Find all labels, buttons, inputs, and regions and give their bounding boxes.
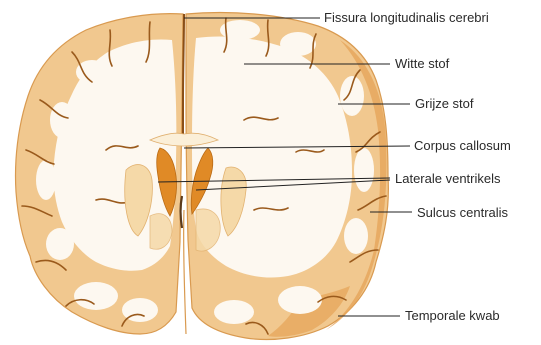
label-sulcus-centralis: Sulcus centralis: [417, 205, 509, 220]
label-grijze-stof: Grijze stof: [415, 96, 474, 111]
label-temporale-kwab: Temporale kwab: [405, 308, 500, 323]
label-corpus-callosum: Corpus callosum: [414, 138, 511, 153]
midline-lower: [184, 210, 186, 334]
brain-illustration: [16, 13, 389, 340]
third-ventricle: [181, 196, 183, 228]
label-fissura: Fissura longitudinalis cerebri: [324, 10, 489, 25]
label-laterale-ventrikels: Laterale ventrikels: [395, 171, 501, 186]
label-witte-stof: Witte stof: [395, 56, 450, 71]
longitudinal-fissure: [183, 14, 184, 134]
